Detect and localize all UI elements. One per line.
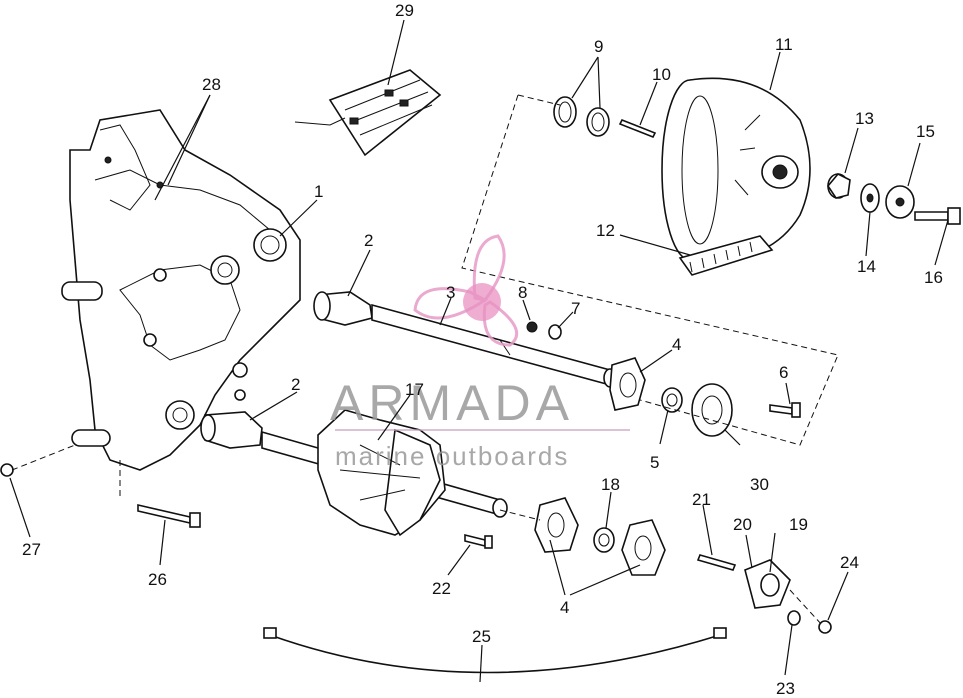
gasket-4-lower-a — [534, 497, 579, 553]
nut-24 — [818, 620, 832, 634]
watermark-tagline: marine outboards — [335, 441, 569, 471]
callout-27: 27 — [22, 540, 41, 559]
leader-lines — [9, 19, 949, 683]
callout-2-lower: 2 — [291, 375, 300, 394]
washer-15 — [885, 185, 915, 219]
callout-17: 17 — [405, 380, 424, 399]
pin-21 — [696, 554, 737, 571]
seal-18 — [593, 527, 615, 553]
retaining-rings — [553, 96, 610, 137]
callout-9: 9 — [594, 37, 603, 56]
callout-8: 8 — [518, 283, 527, 302]
assembly-guide-lines — [11, 94, 839, 626]
callout-29: 29 — [395, 1, 414, 20]
callout-2-upper: 2 — [364, 231, 373, 250]
callout-12: 12 — [596, 221, 615, 240]
callout-3: 3 — [446, 283, 455, 302]
gasket-4-upper — [609, 357, 646, 411]
callout-18: 18 — [601, 475, 620, 494]
module-29 — [294, 69, 442, 157]
bolt-6 — [769, 402, 801, 418]
bolt-16 — [914, 207, 961, 225]
callout-11: 11 — [775, 35, 793, 54]
callout-15: 15 — [916, 122, 935, 141]
cable-25 — [263, 627, 727, 674]
callout-5: 5 — [650, 453, 659, 472]
seal-5 — [661, 387, 683, 413]
gearcase-housing — [61, 109, 301, 471]
callout-19: 19 — [789, 515, 808, 534]
callout-21: 21 — [692, 490, 711, 509]
callout-23: 23 — [776, 679, 795, 698]
bolt-22 — [464, 533, 493, 549]
drive-belt — [678, 235, 774, 276]
bushing-13 — [827, 173, 851, 199]
nut-27 — [0, 463, 14, 477]
callout-labels: 1 2 2 3 4 4 5 6 7 8 9 10 11 12 13 14 15 … — [22, 1, 943, 698]
impeller — [317, 409, 446, 537]
callout-4-upper: 4 — [672, 335, 681, 354]
nut-8 — [526, 321, 538, 333]
washer-23 — [787, 610, 801, 626]
cap-19-20 — [744, 559, 791, 609]
callout-1: 1 — [314, 182, 323, 201]
callout-20: 20 — [733, 515, 752, 534]
callout-26: 26 — [148, 570, 167, 589]
callout-30: 30 — [750, 475, 769, 494]
propeller-logo-icon — [413, 234, 519, 347]
washer-7 — [548, 324, 562, 340]
callout-14: 14 — [857, 257, 876, 276]
callout-4-lower: 4 — [560, 598, 569, 617]
gasket-4-lower-b — [621, 519, 666, 576]
callout-28: 28 — [202, 75, 221, 94]
callout-22: 22 — [432, 579, 451, 598]
callout-24: 24 — [840, 553, 859, 572]
callout-13: 13 — [855, 109, 874, 128]
drive-pulley — [661, 77, 811, 261]
callout-7: 7 — [571, 299, 580, 318]
pin-10 — [618, 118, 657, 139]
bolt-26 — [137, 503, 201, 528]
watermark-brand: ARMADA — [330, 375, 574, 431]
callout-25: 25 — [472, 627, 491, 646]
plate-30 — [691, 383, 733, 437]
callout-6: 6 — [779, 363, 788, 382]
callout-16: 16 — [924, 268, 943, 287]
callout-10: 10 — [652, 65, 671, 84]
armada-watermark: ARMADA marine outboards — [330, 234, 630, 471]
washer-14 — [860, 183, 880, 213]
